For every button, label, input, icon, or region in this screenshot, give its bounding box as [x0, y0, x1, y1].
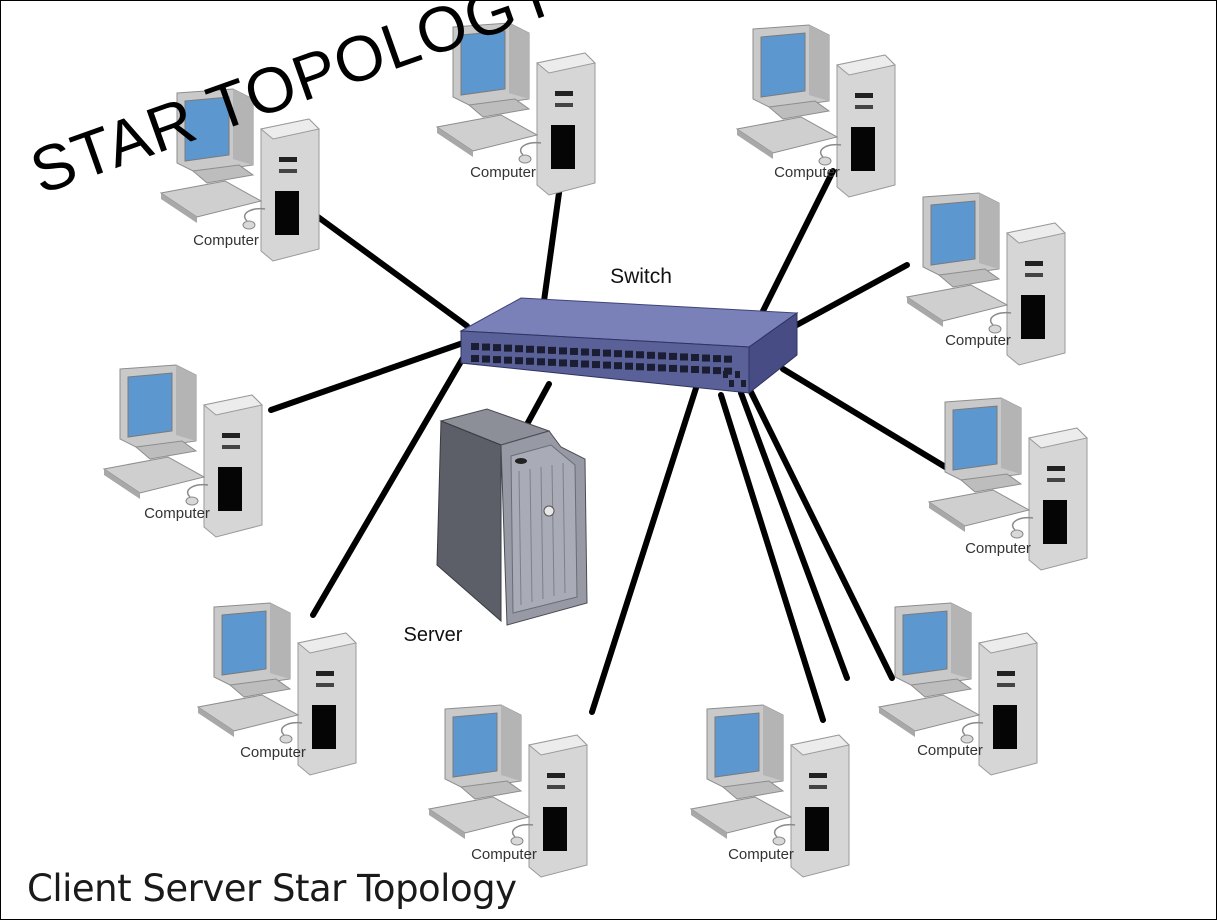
- link-c1: [300, 203, 470, 329]
- switch-label: Switch: [610, 265, 672, 288]
- computer-label: Computer: [917, 742, 983, 759]
- computer-label: Computer: [240, 744, 306, 761]
- computer-label: Computer: [470, 164, 536, 181]
- computer-c10: Computer: [689, 704, 851, 878]
- computer-label: Computer: [471, 846, 537, 863]
- link-c11: [738, 390, 850, 681]
- computer-label: Computer: [144, 505, 210, 522]
- link-c10: [718, 392, 826, 723]
- computer-label: Computer: [728, 846, 794, 863]
- computer-c9: Computer: [427, 704, 589, 878]
- computer-icon: [735, 24, 897, 198]
- computer-c7: Computer: [196, 602, 358, 776]
- computer-c2: Computer: [435, 22, 597, 196]
- link-c5: [268, 340, 466, 413]
- switch-icon: [459, 297, 799, 395]
- computer-label: Computer: [193, 232, 259, 249]
- computer-c5: Computer: [102, 364, 264, 538]
- computer-icon: [927, 397, 1089, 571]
- link-server: [522, 381, 552, 431]
- computer-icon: [877, 602, 1039, 776]
- switch-node: Switch: [459, 265, 799, 395]
- computer-icon: [196, 602, 358, 776]
- computer-c6: Computer: [927, 397, 1089, 571]
- computer-icon: [689, 704, 851, 878]
- computer-label: Computer: [774, 164, 840, 181]
- server-icon: [436, 408, 588, 626]
- link-c4: [790, 262, 910, 330]
- computer-c3: Computer: [735, 24, 897, 198]
- computer-label: Computer: [965, 540, 1031, 557]
- links-layer: [268, 118, 950, 723]
- computer-icon: [435, 22, 597, 196]
- link-c8: [746, 385, 895, 681]
- link-c9: [589, 382, 700, 715]
- computer-c8: Computer: [877, 602, 1039, 776]
- computer-icon: [102, 364, 264, 538]
- computer-label: Computer: [945, 332, 1011, 349]
- link-c6: [780, 366, 950, 471]
- link-c3: [760, 168, 836, 314]
- diagram-caption: Client Server Star Topology: [27, 867, 517, 910]
- computer-c1: Computer: [159, 88, 321, 262]
- computer-icon: [159, 88, 321, 262]
- computer-icon: [905, 192, 1067, 366]
- link-c7: [310, 355, 466, 618]
- computer-icon: [427, 704, 589, 878]
- computer-c4: Computer: [905, 192, 1067, 366]
- server-label: Server: [404, 624, 463, 646]
- server-node: Server: [404, 408, 588, 646]
